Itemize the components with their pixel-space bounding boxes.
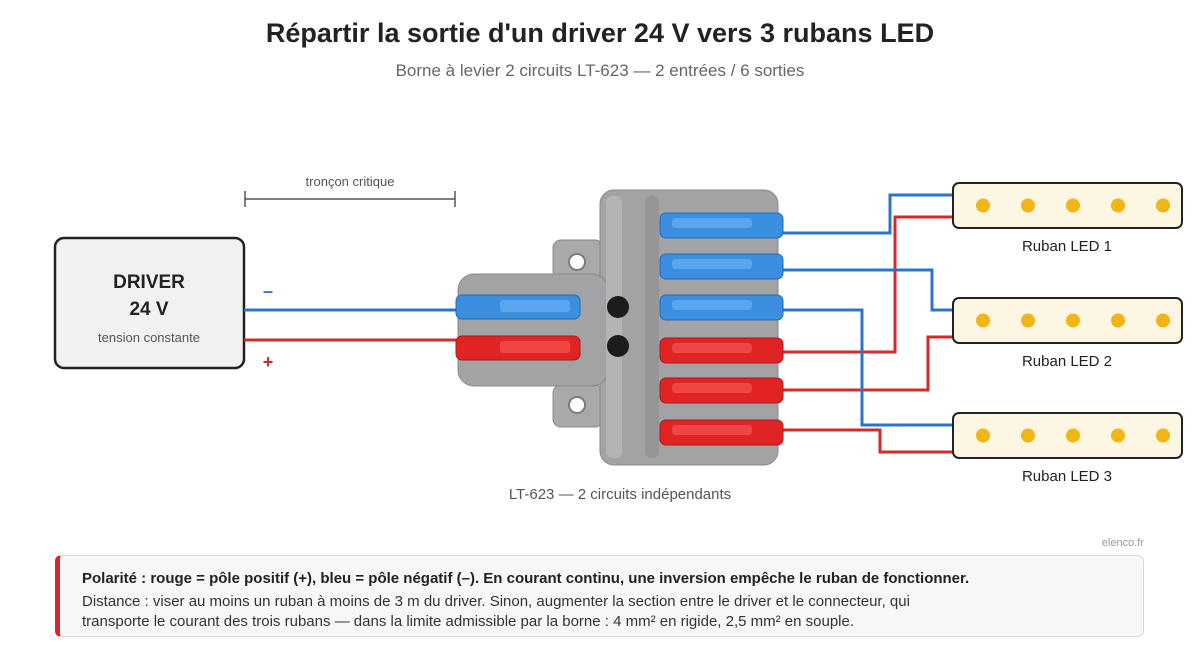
driver-voltage: 24 V [129, 299, 168, 320]
led-dot [1021, 198, 1035, 213]
led-dot [1111, 428, 1125, 443]
connector-caption: LT-623 — 2 circuits indépendants [509, 486, 731, 503]
led-dot [1021, 428, 1035, 443]
led-strip-2-label: Ruban LED 2 [1022, 353, 1112, 370]
page-title: Répartir la sortie d'un driver 24 V vers… [265, 18, 935, 48]
led-dot [1111, 198, 1125, 213]
led-dot [1156, 198, 1170, 213]
led-strip-1: Ruban LED 1 [952, 182, 1183, 255]
led-dot [1111, 313, 1125, 328]
page-subtitle: Borne à levier 2 circuits LT-623 — 2 ent… [395, 61, 805, 80]
led-strip-3-label: Ruban LED 3 [1022, 468, 1112, 485]
polarity-note: Polarité : rouge = pôle positif (+), ble… [55, 555, 1144, 637]
led-strip-1-label: Ruban LED 1 [1022, 238, 1112, 255]
note-distance-line-2: transporte le courant des trois rubans —… [82, 613, 855, 630]
led-dot [1066, 428, 1080, 443]
led-strip-3: Ruban LED 3 [952, 412, 1183, 485]
driver-name: DRIVER [113, 272, 185, 293]
led-dot [1021, 313, 1035, 328]
wiring-diagram: tronçon critique DRIVER 24 V tension con… [53, 174, 1183, 503]
led-dot [976, 313, 990, 328]
note-polarity: Polarité : rouge = pôle positif (+), ble… [82, 570, 970, 587]
led-dot [1066, 313, 1080, 328]
output-wires [783, 193, 952, 454]
lever-connector [455, 189, 784, 466]
led-dot [1066, 198, 1080, 213]
driver-type: tension constante [98, 330, 200, 345]
source-credit: elenco.fr [1101, 537, 1144, 549]
led-strip-2: Ruban LED 2 [952, 297, 1183, 370]
minus-symbol: – [263, 281, 273, 301]
driver-box: DRIVER 24 V tension constante [53, 236, 246, 370]
critical-segment-marker: tronçon critique [244, 174, 456, 207]
note-distance-line-1: Distance : viser au moins un ruban à moi… [82, 593, 910, 610]
critical-segment-label: tronçon critique [306, 174, 395, 189]
led-dot [976, 428, 990, 443]
plus-symbol: + [263, 352, 274, 372]
led-dot [976, 198, 990, 213]
led-dot [1156, 313, 1170, 328]
led-dot [1156, 428, 1170, 443]
